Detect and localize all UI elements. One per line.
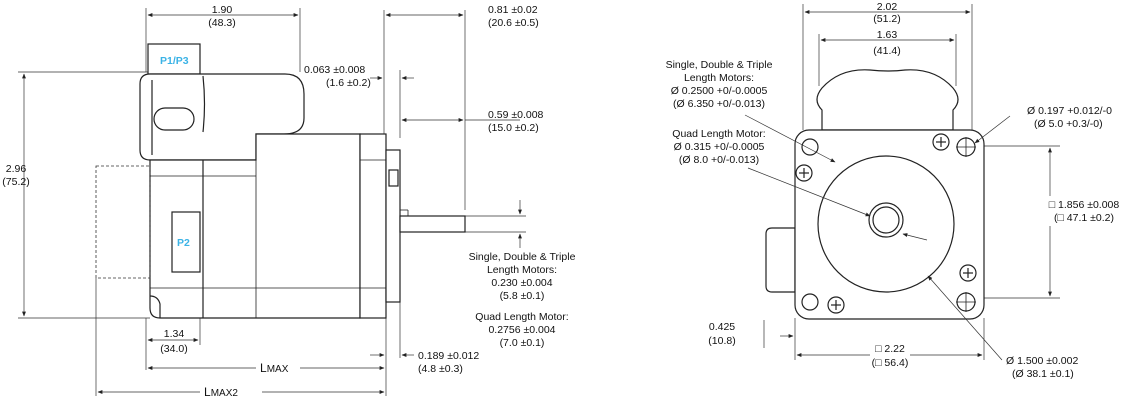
front-pilot-circle <box>817 155 955 293</box>
shaft-std-line-2: Length Motors: <box>684 72 754 84</box>
screw-top-right-inner <box>932 133 950 151</box>
dim-top-inner-inch: 1.63 <box>877 29 898 41</box>
dim-flange-inch: 0.189 ±0.012 <box>418 350 479 362</box>
motor-flange <box>359 133 387 319</box>
screw-right <box>959 264 977 282</box>
hole-dia-mm: (Ø 5.0 +0.3/-0) <box>1034 118 1103 130</box>
connector-p1p3-label: P1/P3 <box>160 55 189 67</box>
connector-p2-label: P2 <box>177 237 190 249</box>
dim-height-mm: (75.2) <box>2 176 29 188</box>
mount-hole-top-left <box>801 138 819 156</box>
mount-hole-bottom-left <box>801 293 819 311</box>
dim-width-top-inch: 1.90 <box>212 4 233 16</box>
dim-bottom-width-mm: (34.0) <box>160 343 187 355</box>
left-offset-mm: (10.8) <box>708 335 735 347</box>
screw-left <box>795 164 813 182</box>
front-shaft <box>868 202 904 238</box>
dim-shaft-length-mm: (20.6 ±0.5) <box>488 17 539 29</box>
dim-height-inch: 2.96 <box>6 163 27 175</box>
shaft-std-line-1: Single, Double & Triple <box>666 59 773 71</box>
left-offset-inch: 0.425 <box>709 321 735 333</box>
shaft-quad-line-2: Ø 0.315 +0/-0.0005 <box>674 141 765 153</box>
bolt-square-inch: □ 1.856 ±0.008 <box>1049 199 1120 211</box>
shaft-quad-line-1: Quad Length Motor: <box>672 128 765 140</box>
side-view: 1.90 (48.3) 0.81 ±0.02 (20.6 ±0.5) 0.063… <box>2 4 575 399</box>
dim-width-top-mm: (48.3) <box>208 17 235 29</box>
hole-dia-inch: Ø 0.197 +0.012/-0 <box>1027 105 1112 117</box>
dim-shaft-flat-inch: 0.59 ±0.008 <box>488 109 544 121</box>
flange-square-inch: □ 2.22 <box>875 343 905 355</box>
pilot-dia-mm: (Ø 38.1 ±0.1) <box>1012 368 1074 380</box>
flat-depth-line-3: 0.230 ±0.004 <box>491 277 552 289</box>
dim-shaft-flat-mm: (15.0 ±0.2) <box>488 122 539 134</box>
flat-depth-line-1: Single, Double & Triple <box>469 251 576 263</box>
shaft-quad-line-3: (Ø 8.0 +0/-0.013) <box>679 154 759 166</box>
front-side-connector <box>765 227 796 293</box>
front-view: 2.02 (51.2) 1.63 (41.4) Single, Double &… <box>666 1 1120 380</box>
dim-top-outer-inch: 2.02 <box>877 1 898 13</box>
dim-top-outer-mm: (51.2) <box>873 13 900 25</box>
connector-p2-box <box>171 211 201 273</box>
dim-pilot-inch: 0.063 ±0.008 <box>304 64 365 76</box>
dim-top-inner-mm: (41.4) <box>873 45 900 57</box>
screw-bottom-left-inner <box>827 296 845 314</box>
flat-depth-line-4: (5.8 ±0.1) <box>500 290 545 302</box>
flat-depth-line-7: (7.0 ±0.1) <box>500 337 545 349</box>
shaft-std-line-3: Ø 0.2500 +0/-0.0005 <box>671 85 768 97</box>
optional-extension-outline <box>95 165 151 279</box>
motor-shaft <box>399 215 466 233</box>
bolt-square-mm: (□ 47.1 ±0.2) <box>1054 212 1114 224</box>
dim-flange-mm: (4.8 ±0.3) <box>418 363 463 375</box>
dim-pilot-mm: (1.6 ±0.2) <box>326 77 371 89</box>
front-flange-square <box>794 129 985 320</box>
dim-bottom-width-inch: 1.34 <box>164 328 185 340</box>
flat-depth-line-6: 0.2756 ±0.004 <box>488 324 555 336</box>
flange-square-mm: (□ 56.4) <box>872 357 909 369</box>
connector-p1p3-box <box>147 43 201 75</box>
lmax2-label: LMAX2 <box>204 385 238 399</box>
flat-depth-line-5: Quad Length Motor: <box>475 311 568 323</box>
front-drive-housing <box>816 69 959 131</box>
shaft-std-line-4: (Ø 6.350 +0/-0.013) <box>673 98 765 110</box>
pilot-dia-inch: Ø 1.500 ±0.002 <box>1006 355 1078 367</box>
dim-shaft-length-inch: 0.81 ±0.02 <box>488 4 538 16</box>
flat-depth-line-2: Length Motors: <box>487 264 557 276</box>
lmax-label: LMAX <box>260 361 289 375</box>
